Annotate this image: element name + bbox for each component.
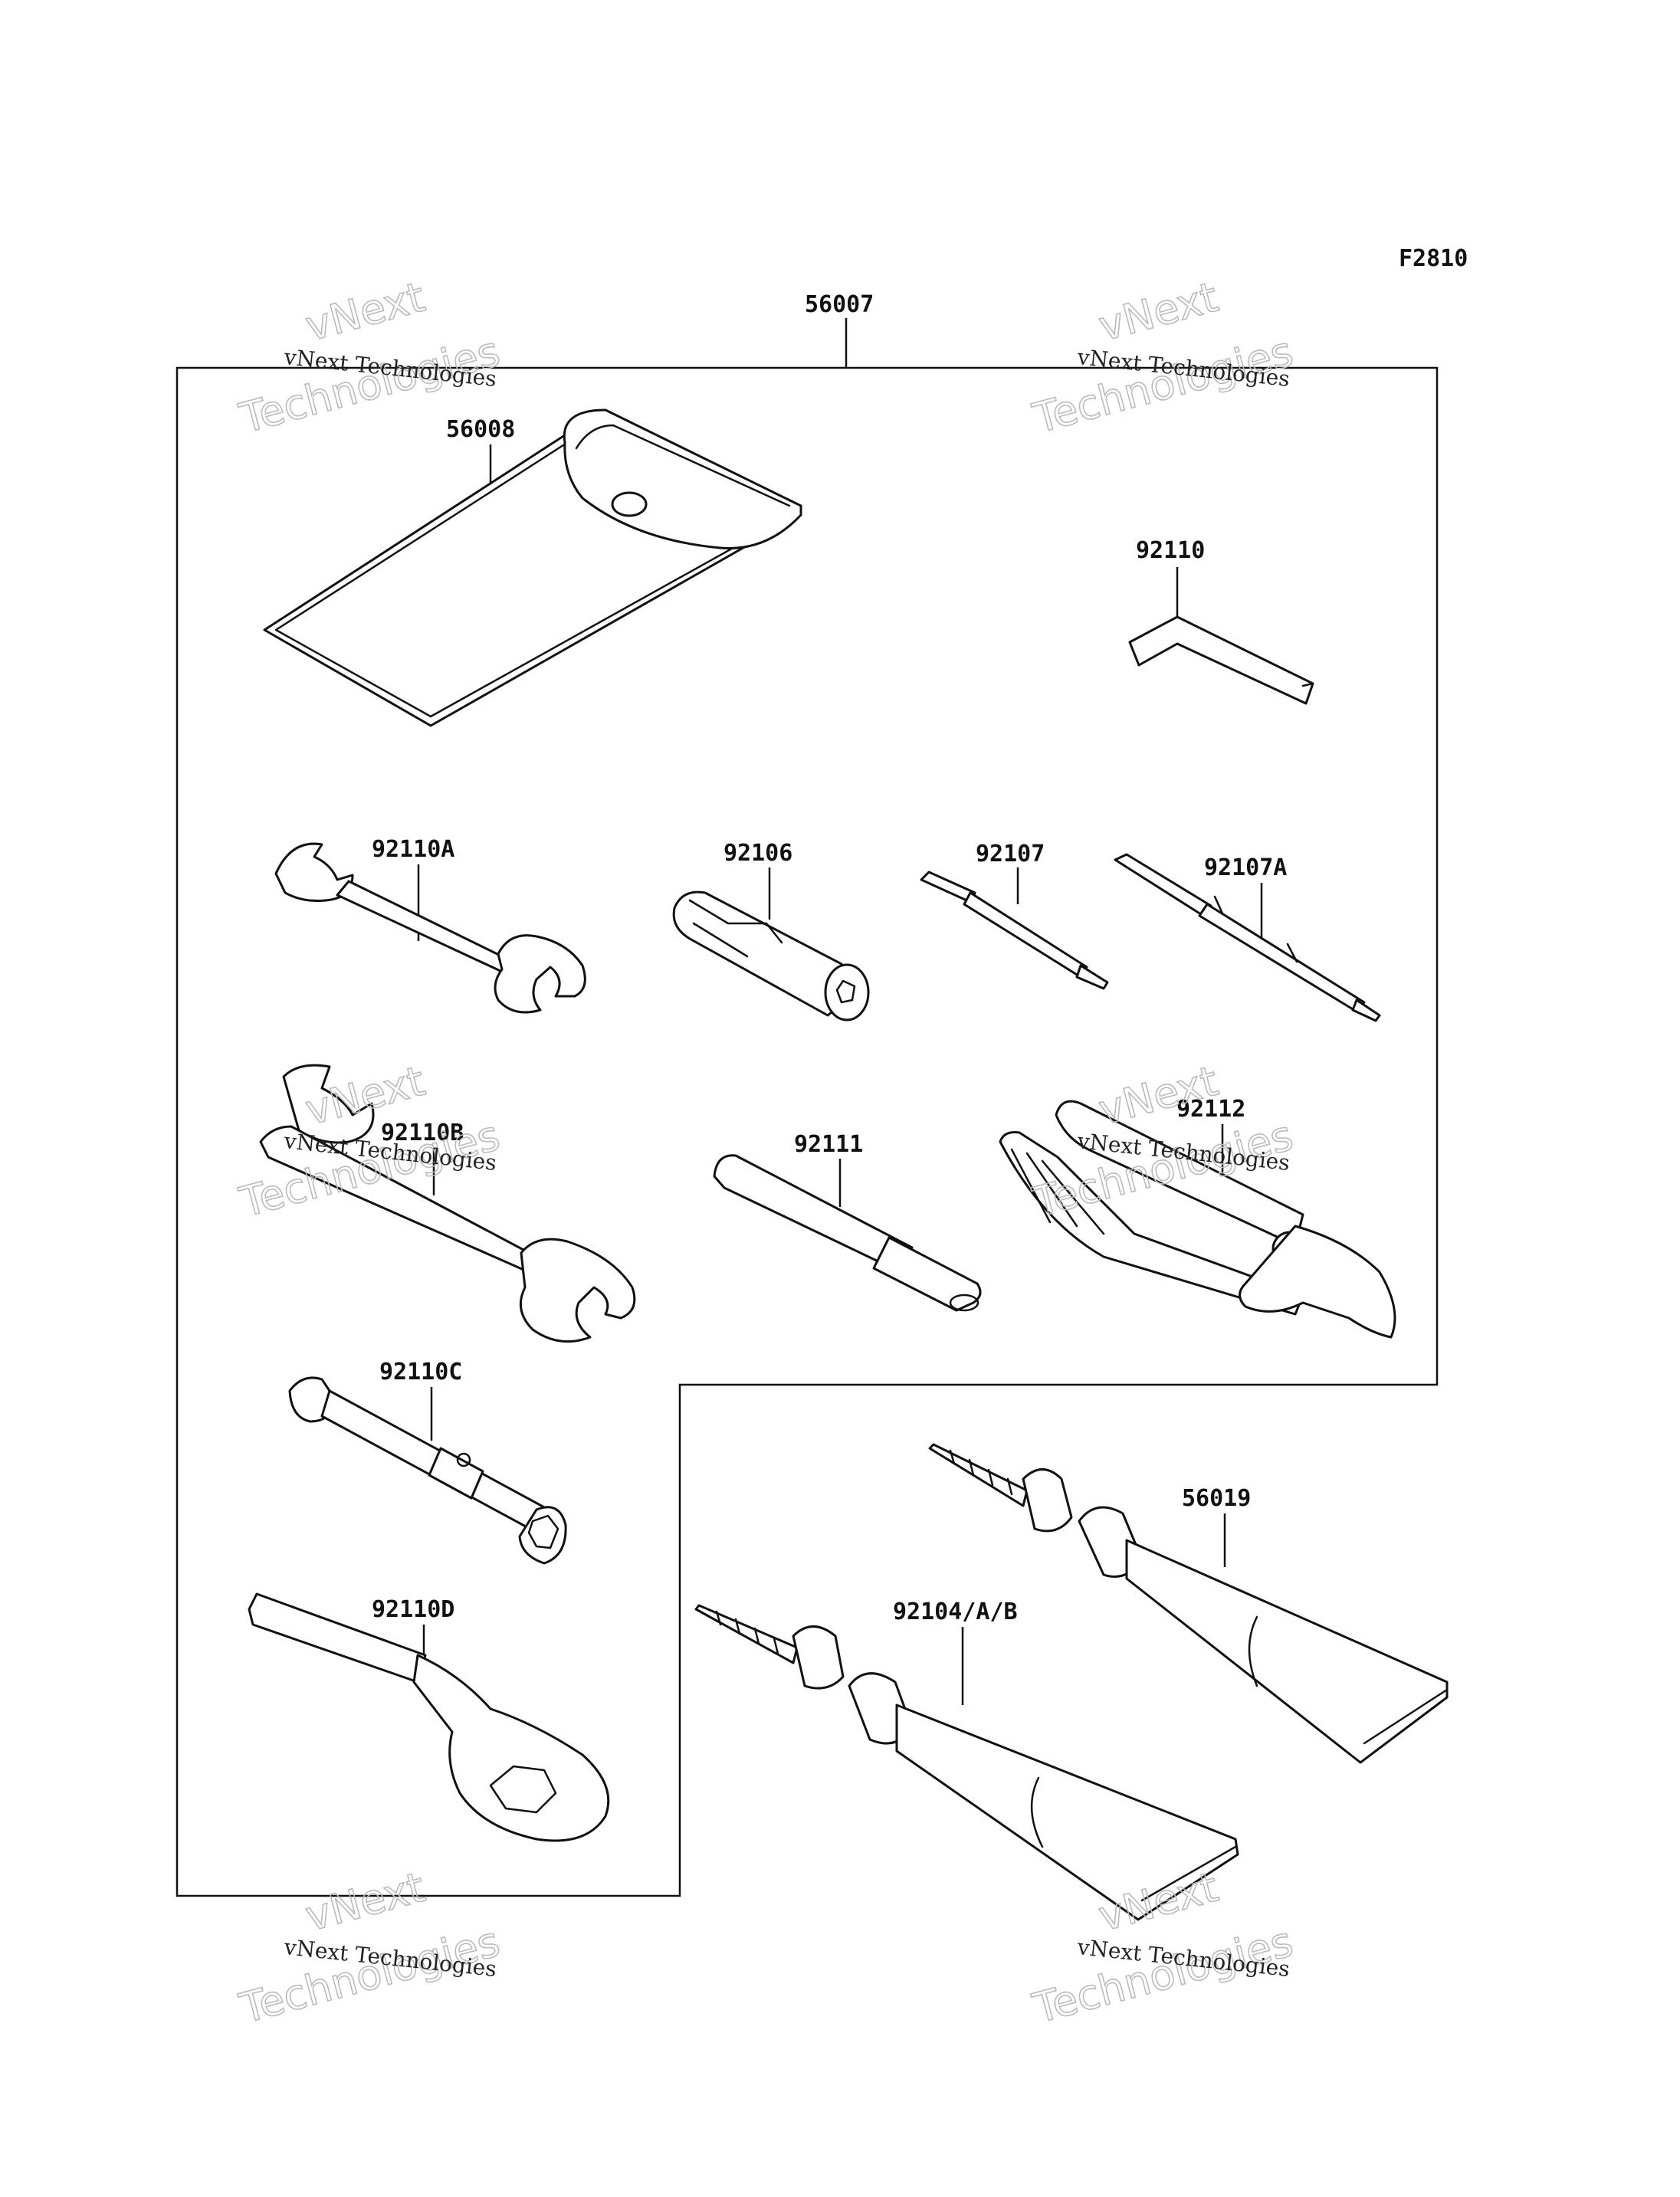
- tube-bond-illustration: [694, 1604, 1239, 1921]
- watermark-bottom-left: vNext Technologies vNext Technologies: [234, 1862, 505, 2034]
- label-pliers: 92112: [1176, 1096, 1245, 1123]
- wrench-a-illustration: [274, 842, 586, 1014]
- kit-boundary: [176, 366, 1439, 1897]
- box-wrench-c-illustration: [288, 1376, 567, 1565]
- label-wrench-a: 92110A: [372, 836, 454, 863]
- svg-text:vNext: vNext: [300, 273, 430, 351]
- pliers-illustration: [999, 1100, 1396, 1339]
- label-screwdriver: 92107: [976, 841, 1045, 867]
- label-ring-wrench-d: 92110D: [372, 1596, 454, 1623]
- bar-illustration: [713, 1154, 982, 1312]
- label-tube-grease: 56019: [1182, 1485, 1251, 1512]
- figure-code: F2810: [1399, 245, 1468, 272]
- tube-grease-illustration: [928, 1443, 1449, 1764]
- svg-text:vNext: vNext: [1094, 273, 1223, 351]
- screwdriver-illustration: [920, 871, 1109, 990]
- pouch-illustration: [263, 408, 802, 727]
- watermark-top-right: vNext Technologies vNext Technologies: [1027, 272, 1298, 444]
- label-tube-bond: 92104/A/B: [893, 1599, 1018, 1625]
- ring-wrench-d-illustration: [248, 1592, 610, 1842]
- label-screwdriver-a: 92107A: [1204, 854, 1287, 881]
- label-kit: 56007: [805, 291, 874, 318]
- label-wrench-b: 92110B: [381, 1120, 464, 1146]
- leader-lines: [417, 444, 1263, 1705]
- handle-illustration: [672, 890, 870, 1021]
- watermark-bottom-right: vNext Technologies vNext Technologies: [1027, 1862, 1298, 2034]
- svg-text:vNext: vNext: [1094, 1057, 1223, 1135]
- label-handle: 92106: [724, 840, 792, 867]
- label-box-wrench-c: 92110C: [379, 1359, 462, 1385]
- label-bar: 92111: [794, 1131, 863, 1158]
- svg-text:vNext: vNext: [300, 1863, 430, 1941]
- screwdriver-a-illustration: [1114, 853, 1381, 1022]
- label-pouch: 56008: [446, 416, 515, 443]
- label-hex-key: 92110: [1136, 537, 1205, 564]
- wrench-b-illustration: [259, 1064, 636, 1343]
- hex-key-illustration: [1128, 615, 1314, 705]
